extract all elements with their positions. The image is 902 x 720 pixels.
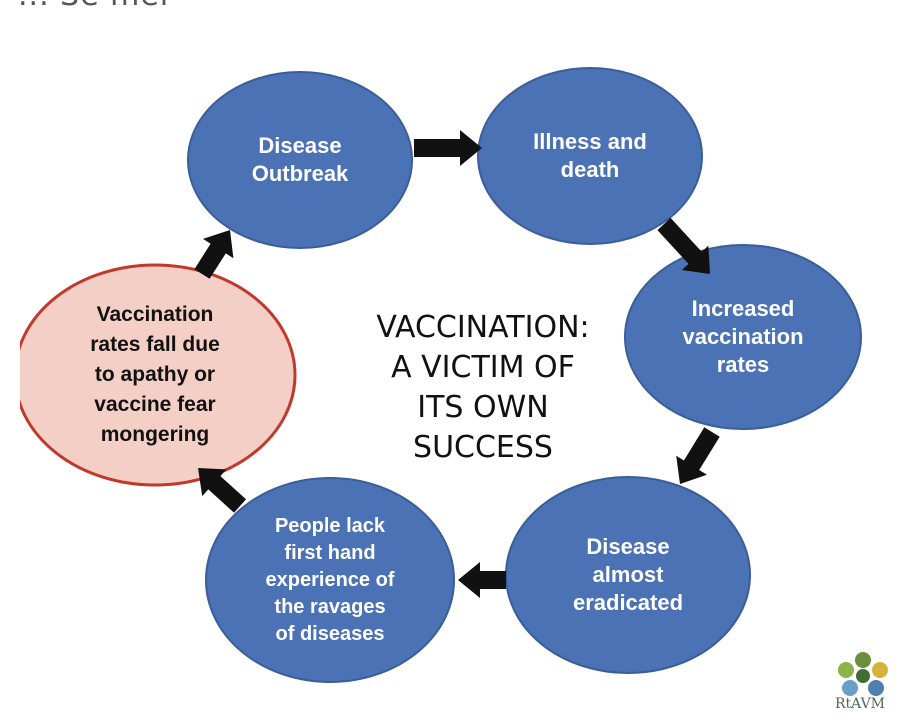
node-ellipse-disease-outbreak: [187, 71, 413, 249]
cycle-arrow-2: [657, 217, 710, 274]
diagram-title: VACCINATION: A VICTIM OF ITS OWN SUCCESS: [376, 310, 590, 465]
node-ellipse-increased-rates: [624, 244, 862, 430]
cycle-arrow-4: [458, 562, 506, 598]
node-ellipse-rates-fall: [20, 263, 297, 487]
flower-logo-icon: [838, 652, 888, 696]
cycle-arrow-5: [198, 468, 246, 513]
see-more-link[interactable]: ... Se mer: [18, 0, 173, 13]
vaccination-cycle-diagram: Disease Outbreak Illness and death Incre…: [20, 28, 888, 712]
cycle-arrow-6: [194, 230, 234, 279]
logo-text: RtAVM: [834, 696, 886, 712]
node-ellipse-illness-death: [477, 67, 703, 245]
node-ellipse-eradicated: [505, 476, 751, 674]
node-ellipse-lack-experience: [205, 477, 455, 683]
cycle-graphic: [20, 67, 862, 683]
cycle-arrow-3: [676, 427, 720, 484]
cycle-arrow-1: [414, 130, 482, 166]
